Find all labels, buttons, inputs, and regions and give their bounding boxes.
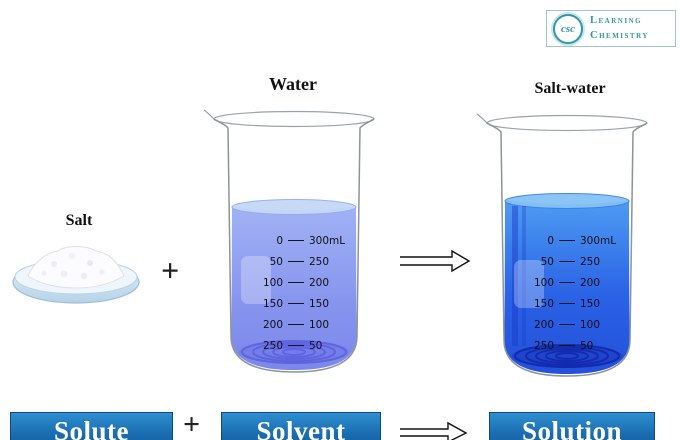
scale-right: 50	[580, 339, 594, 352]
scale-left: 200	[262, 318, 283, 331]
plus-sign-top: +	[161, 252, 180, 288]
plus-sign-bottom: +	[183, 408, 201, 440]
scale-tick	[288, 345, 304, 346]
scale-tick	[559, 282, 575, 283]
scale-right: 150	[580, 297, 601, 310]
scale-row: 150 150	[528, 293, 622, 314]
scale-left: 50	[540, 255, 554, 268]
water-beaker-illustration	[203, 109, 375, 373]
salt-water-beaker-illustration	[476, 113, 648, 377]
scale-row: 0 300mL	[257, 230, 351, 251]
brand-logo: csc Learning Chemistry	[546, 10, 676, 47]
scale-left: 0	[276, 234, 283, 247]
scale-right: 50	[309, 339, 323, 352]
water-beaker-scale: 0 300mL 50 250 100 200 150 150 200 100 250 50	[257, 230, 351, 356]
logo-circle-icon: csc	[553, 13, 583, 44]
scale-tick	[559, 324, 575, 325]
scale-tick	[288, 261, 304, 262]
salt-dish-illustration	[12, 246, 140, 304]
logo-line2: Chemistry	[590, 29, 649, 41]
scale-row: 250 50	[257, 335, 351, 356]
bottom-right-arrow-icon	[400, 421, 468, 440]
scale-row: 0 300mL	[528, 230, 622, 251]
scale-right: 200	[309, 276, 330, 289]
scale-tick	[559, 303, 575, 304]
scale-row: 50 250	[257, 251, 351, 272]
scale-tick	[559, 261, 575, 262]
solute-box: Solute	[10, 412, 173, 440]
scale-left: 250	[262, 339, 283, 352]
solution-box: Solution	[489, 412, 655, 440]
scale-left: 50	[269, 255, 283, 268]
scale-right: 100	[309, 318, 330, 331]
scale-right: 250	[309, 255, 330, 268]
scale-left: 150	[262, 297, 283, 310]
scale-right: 300mL	[580, 234, 617, 247]
scale-row: 100 200	[257, 272, 351, 293]
logo-wordmark: Learning Chemistry	[590, 14, 649, 42]
scale-left: 0	[547, 234, 554, 247]
solvent-box: Solvent	[221, 412, 381, 440]
scale-row: 100 200	[528, 272, 622, 293]
scale-tick	[559, 345, 575, 346]
scale-left: 100	[262, 276, 283, 289]
right-arrow-icon	[400, 249, 471, 273]
scale-tick	[559, 240, 575, 241]
scale-row: 50 250	[528, 251, 622, 272]
scale-left: 100	[533, 276, 554, 289]
scale-tick	[288, 240, 304, 241]
scale-left: 200	[533, 318, 554, 331]
scale-row: 150 150	[257, 293, 351, 314]
scale-tick	[288, 282, 304, 283]
salt-water-label: Salt-water	[534, 80, 606, 97]
scale-tick	[288, 303, 304, 304]
water-label: Water	[269, 74, 317, 94]
scale-tick	[288, 324, 304, 325]
scale-left: 150	[533, 297, 554, 310]
scale-right: 250	[580, 255, 601, 268]
scale-right: 300mL	[309, 234, 346, 247]
scale-row: 200 100	[528, 314, 622, 335]
scale-row: 250 50	[528, 335, 622, 356]
scale-right: 200	[580, 276, 601, 289]
scale-row: 200 100	[257, 314, 351, 335]
scale-right: 100	[580, 318, 601, 331]
salt-water-beaker-scale: 0 300mL 50 250 100 200 150 150 200 100 250 50	[528, 230, 622, 356]
salt-label: Salt	[65, 212, 93, 229]
scale-left: 250	[533, 339, 554, 352]
logo-line1: Learning	[590, 15, 643, 27]
scale-right: 150	[309, 297, 330, 310]
